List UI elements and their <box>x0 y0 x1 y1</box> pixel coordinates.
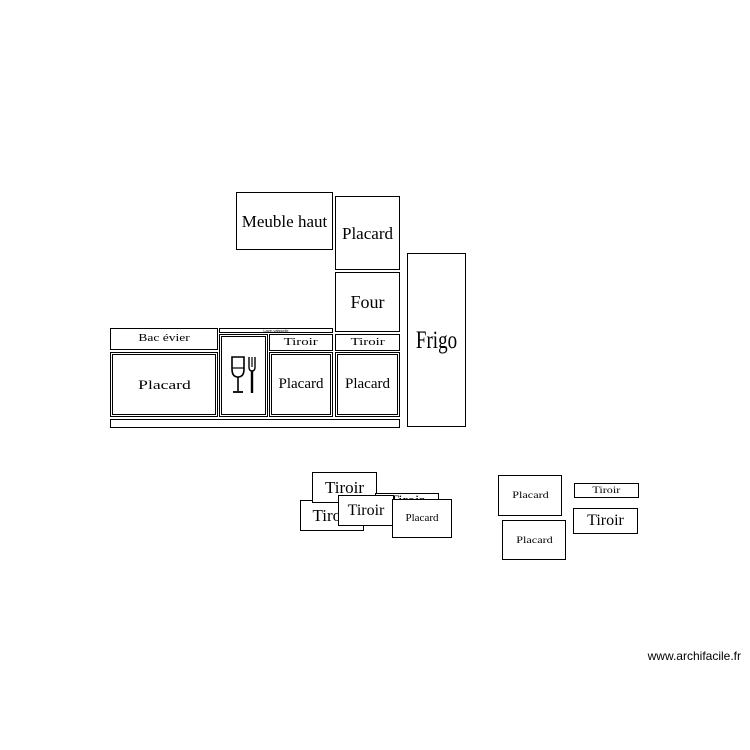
placard-haut: Placard <box>335 196 400 270</box>
loose-placard-1: Placard <box>392 499 452 538</box>
loose-placard-2: Placard <box>498 475 562 516</box>
loose-placard-3: Placard <box>502 520 566 560</box>
lave-vaisselle <box>219 334 268 417</box>
four-label: Four <box>350 292 385 312</box>
loose-placard-3-label: Placard <box>515 534 553 545</box>
meuble-haut-label: Meuble haut <box>241 211 328 231</box>
loose-tiroir-5: Tiroir <box>574 483 639 498</box>
bac-evier: Bac évier <box>110 328 218 350</box>
tiroir-2-label: Tiroir <box>350 336 385 348</box>
placard-bas-1: Placard <box>269 352 333 417</box>
four: Four <box>335 272 400 332</box>
loose-tiroir-4-label: Tiroir <box>347 501 385 519</box>
meuble-haut: Meuble haut <box>236 192 333 250</box>
loose-placard-1-label: Placard <box>405 512 439 524</box>
plinthe <box>110 419 400 428</box>
bac-evier-label: Bac évier <box>138 333 190 344</box>
loose-tiroir-6: Tiroir <box>573 508 638 534</box>
placard-evier: Placard <box>110 352 218 417</box>
placard-evier-label: Placard <box>137 377 191 392</box>
lave-vaisselle-label: Lave-vaisselle <box>263 328 289 333</box>
placard-bas-2-label: Placard <box>345 376 390 392</box>
tiroir-2: Tiroir <box>335 334 400 351</box>
tiroir-1: Tiroir <box>269 334 333 351</box>
lave-vaisselle-top: Lave-vaisselle <box>219 328 333 333</box>
watermark: www.archifacile.fr <box>647 649 741 663</box>
wine-glass-fork-icon <box>230 355 256 393</box>
frigo: Frigo <box>407 253 466 427</box>
frigo-label: Frigo <box>415 325 458 355</box>
loose-tiroir-5-label: Tiroir <box>592 485 621 495</box>
loose-tiroir-6-label: Tiroir <box>587 512 624 529</box>
loose-tiroir-4: Tiroir <box>338 495 394 526</box>
placard-haut-label: Placard <box>342 223 393 243</box>
placard-bas-2: Placard <box>335 352 400 417</box>
loose-placard-2-label: Placard <box>511 490 549 500</box>
placard-bas-1-label: Placard <box>278 376 324 392</box>
loose-tiroir-2-label: Tiroir <box>324 478 365 497</box>
tiroir-1-label: Tiroir <box>283 336 319 348</box>
